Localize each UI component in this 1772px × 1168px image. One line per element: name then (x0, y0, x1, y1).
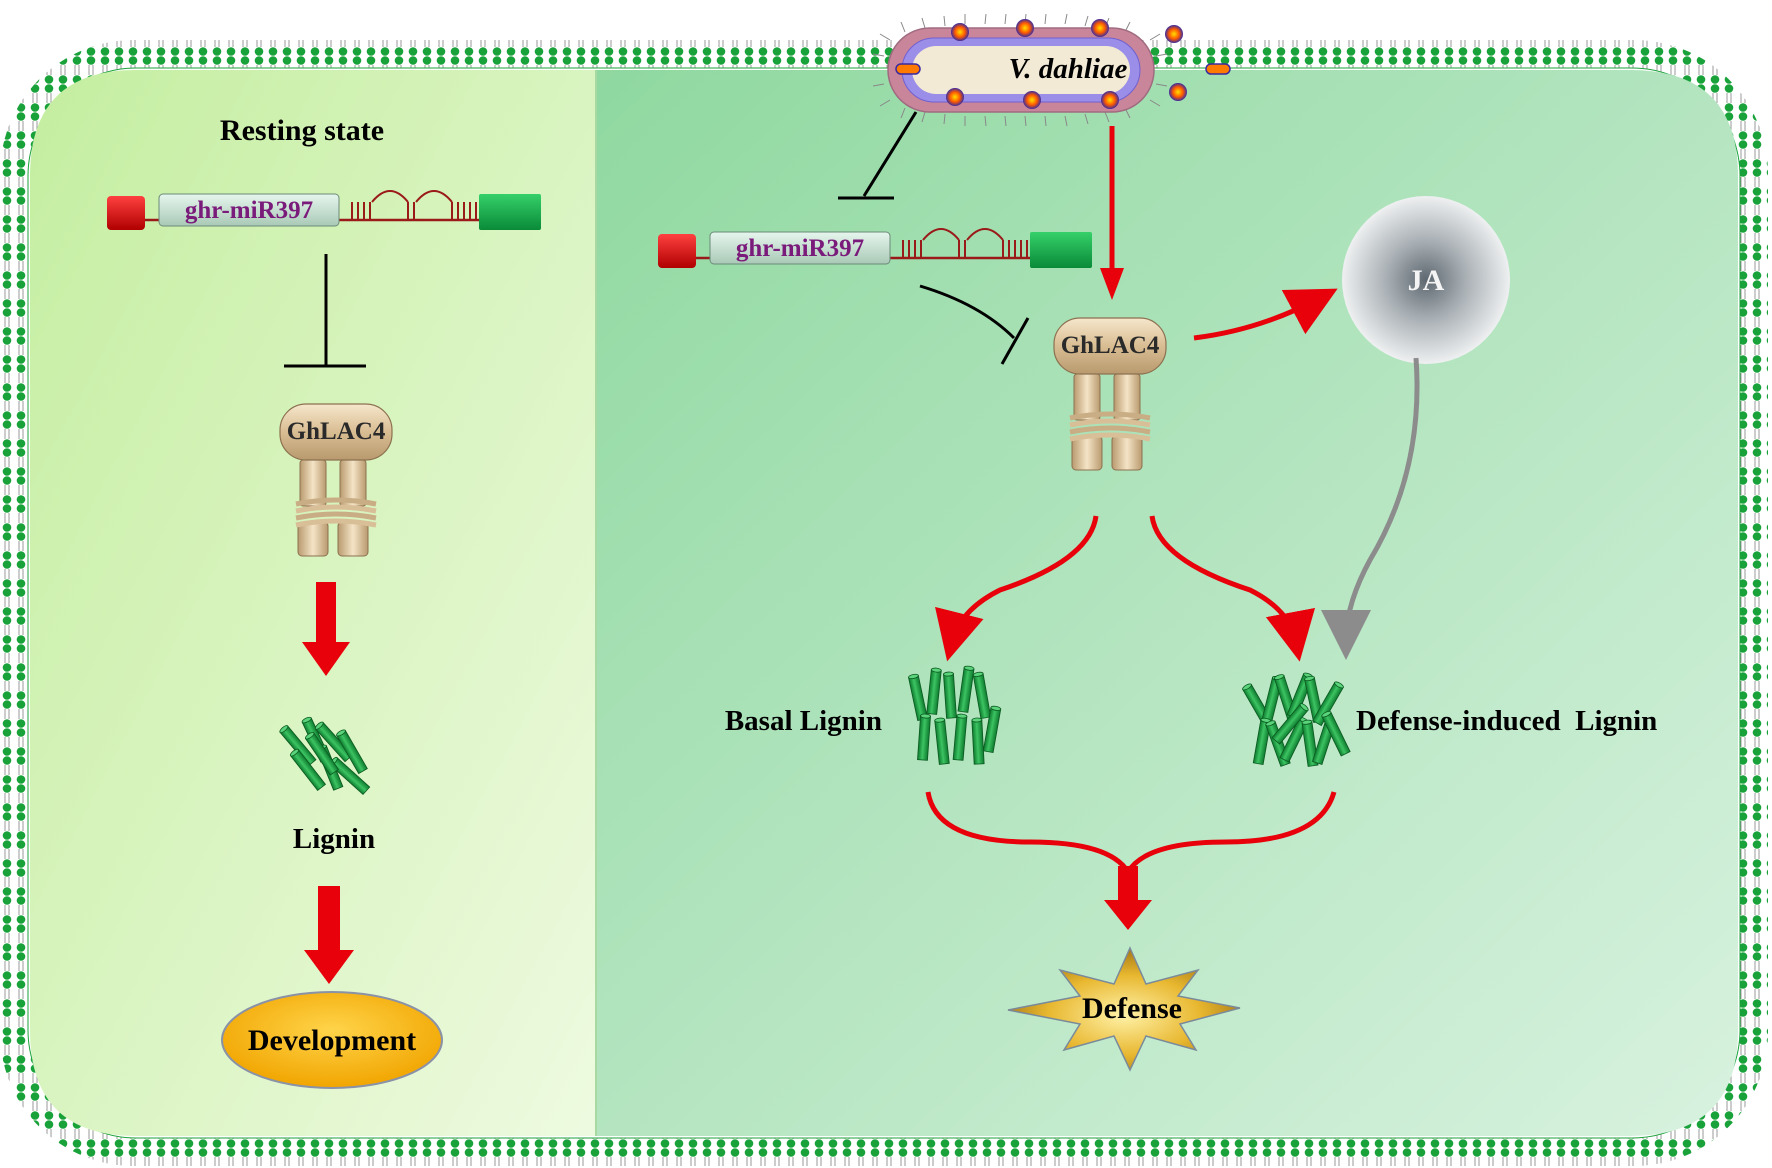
ja-label: JA (1408, 264, 1445, 297)
resting-state-title: Resting state (220, 114, 384, 147)
induced-lignin-label: Defense-induced Lignin (1356, 705, 1657, 737)
enzyme-label-resting: GhLAC4 (287, 418, 386, 445)
ja-node: JA (1342, 196, 1510, 364)
convergence-to-defense (925, 791, 1337, 930)
lignin-label-resting: Lignin (293, 823, 375, 855)
pathogen-label: V. dahliae (1009, 53, 1128, 85)
enzyme-resting: GhLAC4 (280, 404, 392, 556)
defense-label: Defense (1082, 992, 1182, 1025)
arrow-lignin-to-development (304, 886, 354, 984)
arrow-pathogen-to-enzyme (1100, 126, 1124, 300)
development-label: Development (248, 1024, 416, 1057)
development-node: Development (221, 991, 443, 1089)
infected-panel (596, 70, 1738, 1136)
mirna-construct-infected: ghr-miR397 (656, 227, 1094, 270)
arrow-enzyme-to-lignin (302, 582, 350, 676)
enzyme-label-infected: GhLAC4 (1061, 332, 1160, 359)
inhibition-mirna-to-enzyme-resting (284, 254, 366, 368)
defense-node: Defense (1007, 946, 1241, 1072)
arrow-enzyme-to-basal-lignin (935, 515, 1099, 662)
resting-panel (30, 70, 596, 1136)
inhibition-pathogen-to-mirna (838, 111, 918, 200)
mirna-construct-resting: ghr-miR397 (105, 189, 543, 232)
arrow-enzyme-to-induced-lignin (1149, 515, 1316, 662)
arrow-ja-to-induced-lignin (1321, 357, 1420, 660)
inhibition-mirna-to-enzyme-infected (919, 284, 1030, 365)
mirna-label-resting: ghr-miR397 (185, 197, 313, 224)
mirna-label-infected: ghr-miR397 (736, 235, 864, 262)
enzyme-infected: GhLAC4 (1054, 318, 1166, 470)
arrow-enzyme-to-ja (1193, 288, 1338, 341)
pathogen-v-dahliae: V. dahliae (872, 13, 1231, 127)
basal-lignin-label: Basal Lignin (725, 705, 882, 737)
